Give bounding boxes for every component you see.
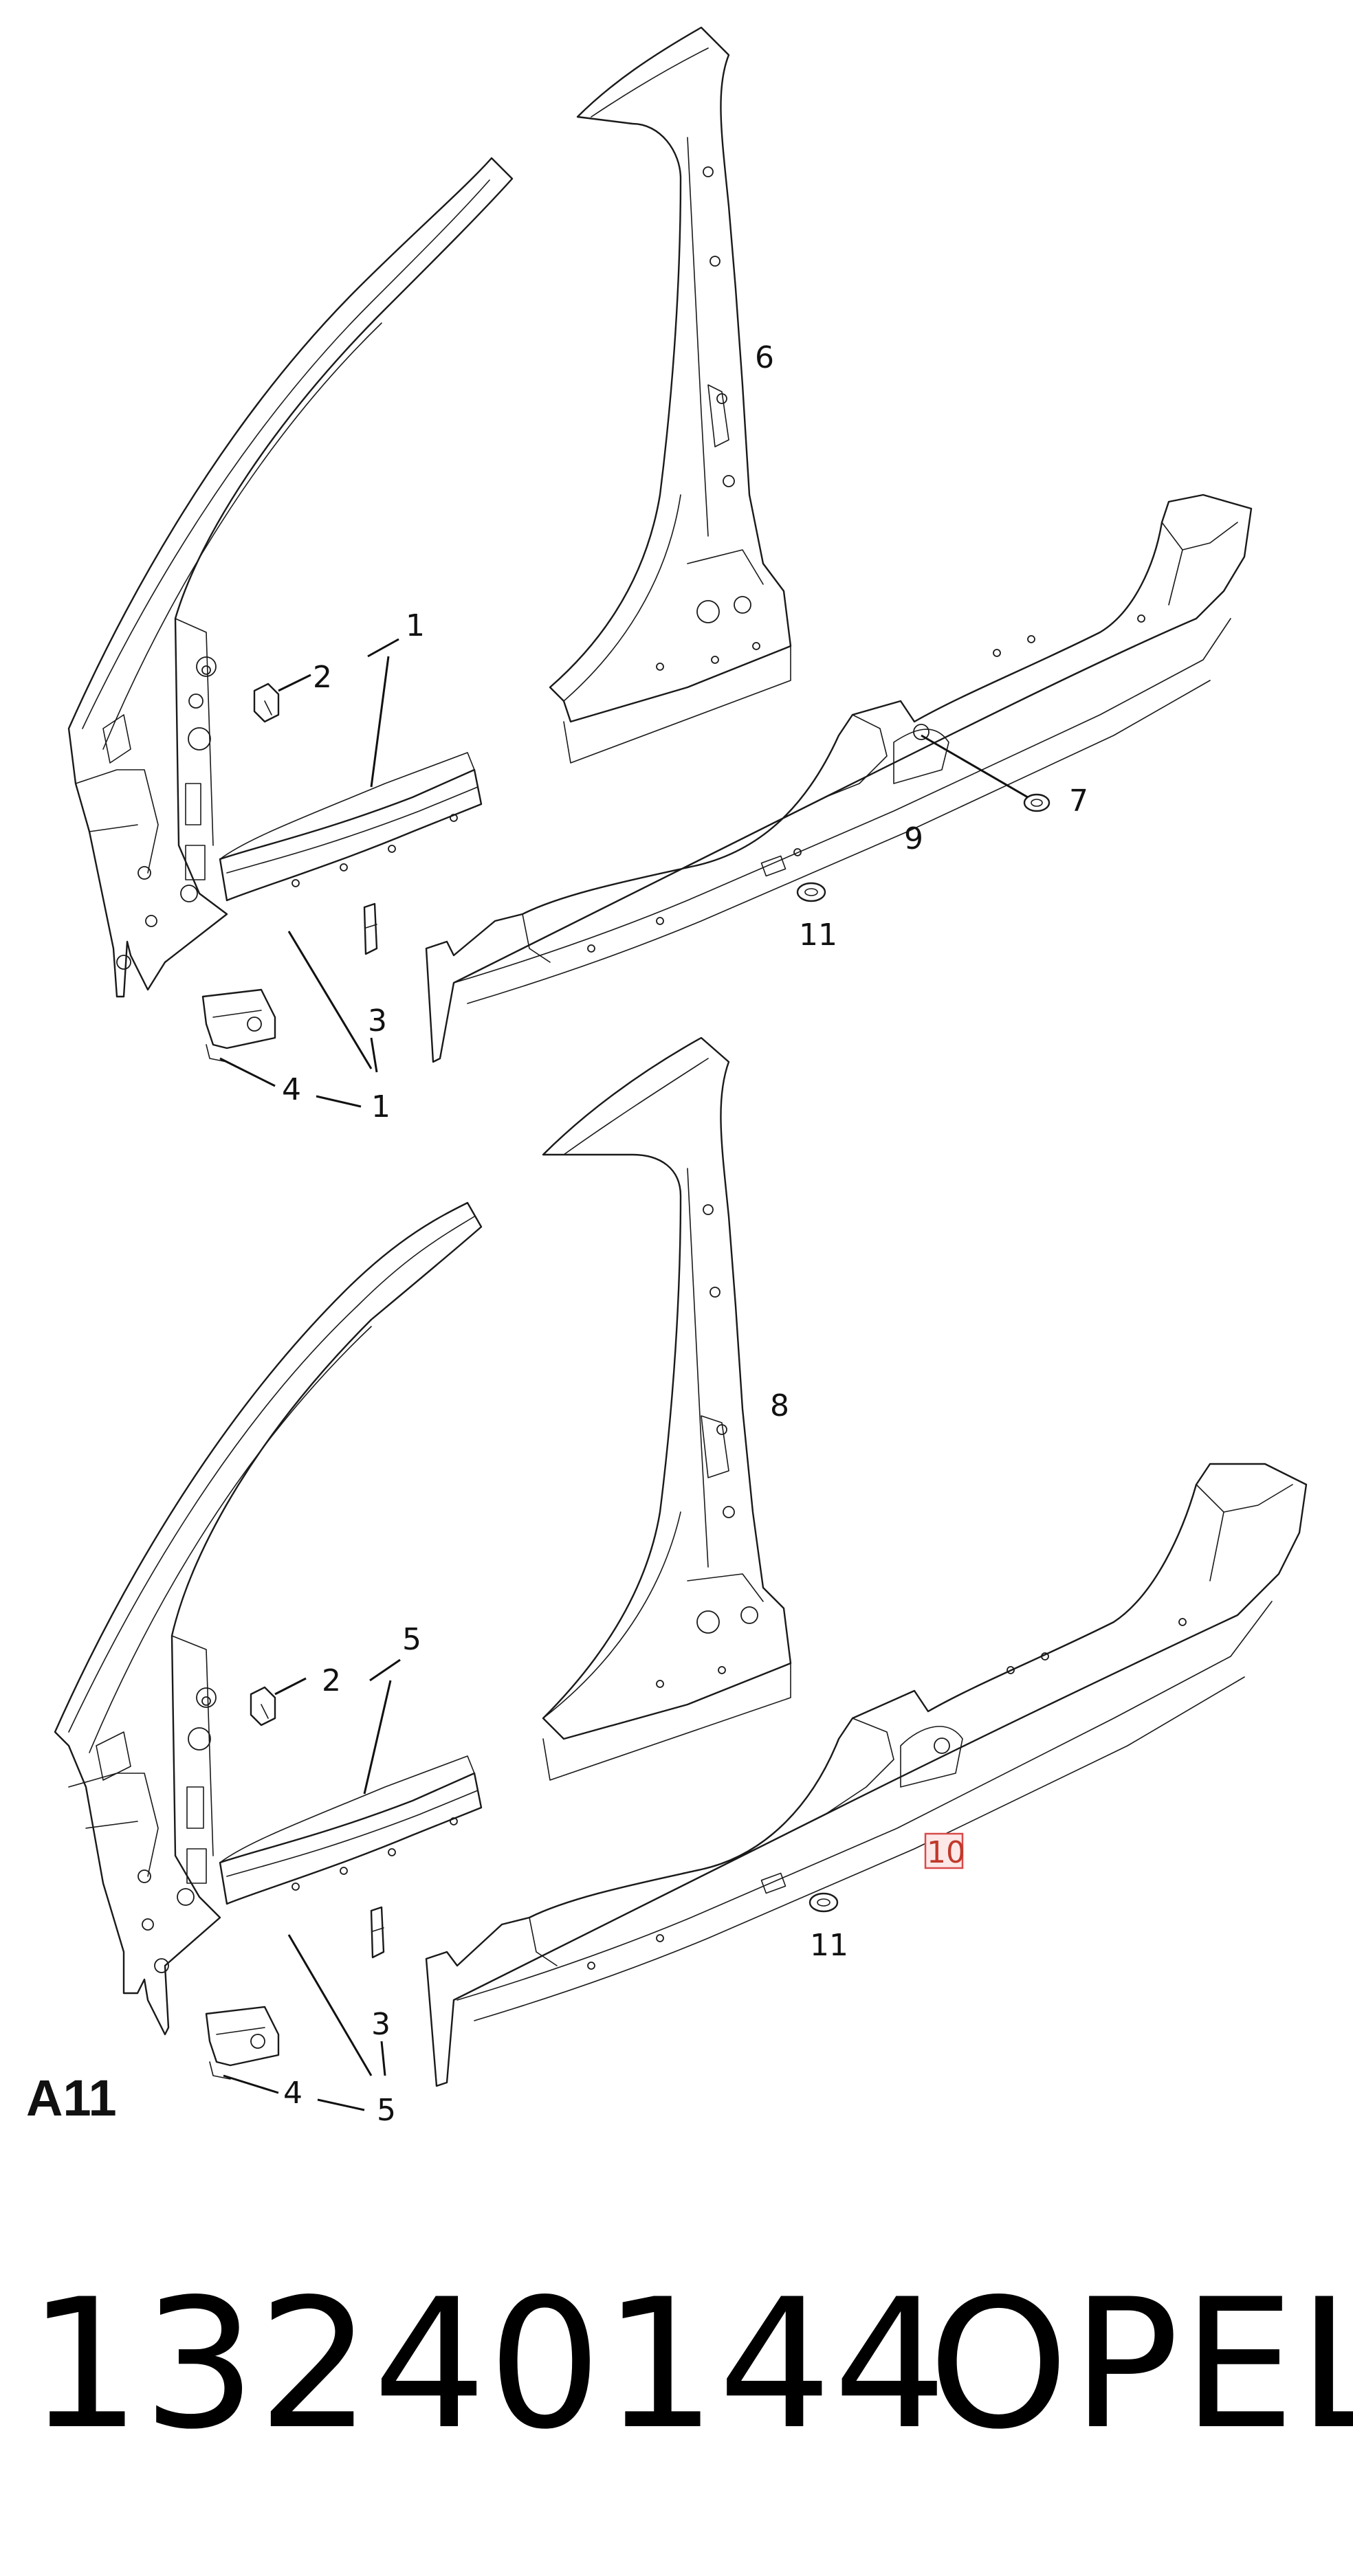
callout-4-bottom[interactable]: 4 (283, 2076, 302, 2111)
rocker-reinforcement-5 (219, 1755, 483, 1905)
top-assembly: 1 2 3 4 1 6 7 9 11 (67, 26, 1253, 1124)
callout-4-top[interactable]: 4 (282, 1072, 301, 1107)
callout-5-bottom-b[interactable]: 5 (377, 2093, 396, 2128)
front-pillar-panel-top (67, 157, 514, 998)
leader-lines-bottom (223, 1658, 401, 2111)
brand-name: OPEL (928, 2261, 1353, 2469)
callout-1-top-b[interactable]: 1 (371, 1089, 390, 1124)
plug-7 (1023, 793, 1050, 812)
callout-10-highlighted[interactable]: 10 (927, 1835, 965, 1870)
section-code-label: A11 (26, 2069, 117, 2127)
rocker-panel-9 (425, 493, 1253, 1063)
part-footer: 13240144 OPEL (28, 2261, 1353, 2469)
hinge-bracket-4-top (201, 988, 276, 1063)
rocker-reinforcement-1-top (219, 752, 483, 902)
bracket-clip-2-top (253, 682, 280, 723)
highlight-box-10 (924, 1832, 964, 1869)
callout-2-top[interactable]: 2 (313, 660, 332, 695)
callout-11-top[interactable]: 11 (799, 918, 837, 953)
bracket-clip-2-bottom (250, 1686, 276, 1726)
callout-5-bottom-a[interactable]: 5 (402, 1622, 421, 1657)
callout-1-top-a[interactable]: 1 (406, 608, 425, 643)
clip-3-bottom (370, 1906, 385, 1959)
callouts-top: 1 2 3 4 1 6 7 9 11 (282, 340, 1088, 1124)
callout-6[interactable]: 6 (755, 340, 774, 375)
part-number: 13240144 (28, 2261, 949, 2469)
hinge-bracket-4-bottom (205, 2006, 280, 2080)
center-pillar-8 (542, 1036, 792, 1781)
callout-7[interactable]: 7 (1069, 784, 1088, 819)
callout-2-bottom[interactable]: 2 (322, 1663, 341, 1698)
front-pillar-panel-bottom (54, 1201, 483, 2036)
leader-lines-top (219, 638, 1028, 1108)
callout-8[interactable]: 8 (770, 1388, 789, 1423)
grommet-11-top (796, 882, 826, 902)
bottom-assembly: 5 2 3 4 5 8 10 11 (54, 1036, 1308, 2128)
grommet-11-bottom (808, 1892, 839, 1913)
callout-9[interactable]: 9 (904, 821, 923, 856)
rocker-panel-10 (425, 1463, 1308, 2087)
clip-3-top (363, 902, 378, 955)
center-pillar-6 (549, 26, 792, 764)
callouts-bottom: 5 2 3 4 5 8 10 11 (283, 1388, 965, 2128)
callout-3-bottom[interactable]: 3 (371, 2007, 390, 2042)
callout-11-bottom[interactable]: 11 (810, 1928, 848, 1963)
callout-3-top[interactable]: 3 (368, 1003, 387, 1039)
